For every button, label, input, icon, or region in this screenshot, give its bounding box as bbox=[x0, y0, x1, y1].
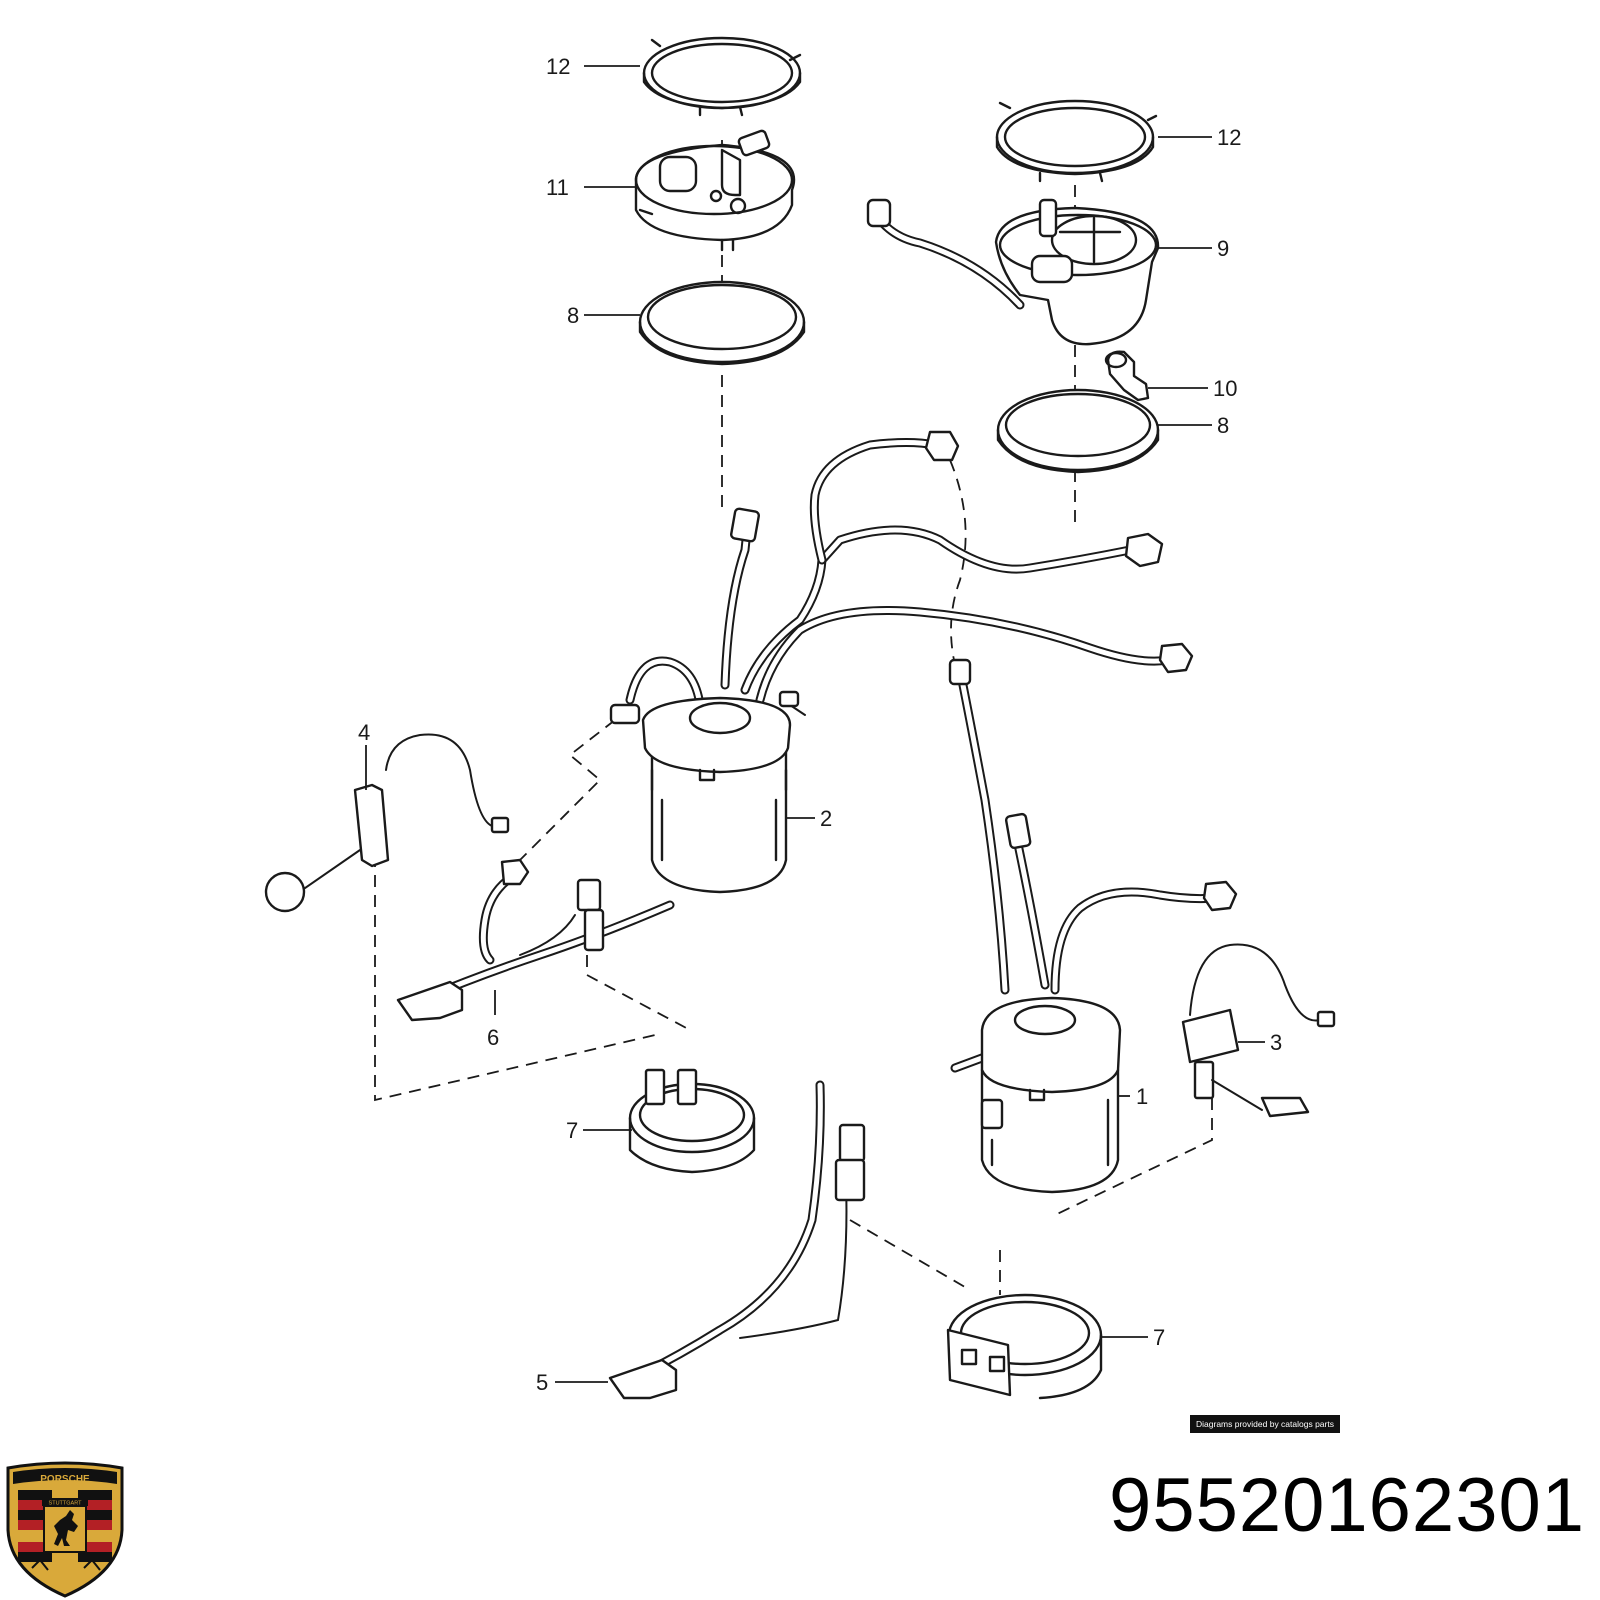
part-7-locking-ring-left bbox=[628, 1068, 756, 1174]
part-8-seal-ring-left bbox=[638, 280, 806, 366]
callout-7-left: 7 bbox=[566, 1118, 578, 1143]
callout-12-right: 12 bbox=[1217, 125, 1241, 150]
part-5-wiring-harness bbox=[608, 1080, 866, 1400]
callout-7-right: 7 bbox=[1153, 1325, 1165, 1350]
callout-3: 3 bbox=[1270, 1030, 1282, 1055]
part-12-retaining-ring-right bbox=[995, 99, 1158, 183]
part-9-flange-with-line bbox=[866, 198, 1160, 346]
callout-10: 10 bbox=[1213, 376, 1237, 401]
part-12-retaining-ring-left bbox=[642, 36, 802, 117]
callout-8-right: 8 bbox=[1217, 413, 1229, 438]
callout-12-left: 12 bbox=[546, 54, 570, 79]
callout-labels: 12 11 8 12 9 10 8 4 2 6 7 1 3 7 5 bbox=[358, 54, 1282, 1395]
logo-city-text: STUTTGART bbox=[49, 1501, 83, 1507]
callout-11: 11 bbox=[546, 175, 569, 200]
callout-1: 1 bbox=[1136, 1084, 1148, 1109]
part-3-fuel-level-sensor bbox=[1181, 943, 1336, 1118]
part-6-wiring-harness bbox=[396, 858, 675, 1022]
callout-9: 9 bbox=[1217, 236, 1229, 261]
callout-8-left: 8 bbox=[567, 303, 579, 328]
diagram-credit-badge: Diagrams provided by catalogs parts bbox=[1190, 1415, 1340, 1433]
part-10-elbow-connector bbox=[1104, 350, 1150, 402]
pump-2-hoses bbox=[609, 430, 1194, 725]
part-7-locking-ring-right bbox=[946, 1293, 1103, 1400]
callout-4: 4 bbox=[358, 720, 370, 745]
part-2-fuel-pump-module bbox=[641, 696, 792, 894]
callout-5: 5 bbox=[536, 1370, 548, 1395]
part-8-seal-ring-right bbox=[996, 388, 1160, 474]
porsche-crest-logo: PORSCHE STUTTGART bbox=[6, 1461, 124, 1598]
leader-lines bbox=[365, 65, 1265, 1383]
part-number: 95520162301 bbox=[1109, 1463, 1585, 1548]
logo-top-text: PORSCHE bbox=[40, 1474, 90, 1485]
callout-2: 2 bbox=[820, 806, 832, 831]
part-11-pump-flange bbox=[634, 129, 796, 252]
part-1-fuel-pump-module bbox=[980, 996, 1122, 1194]
callout-6: 6 bbox=[487, 1025, 499, 1050]
pump-1-hoses bbox=[948, 658, 1238, 1073]
part-4-fuel-level-sensor bbox=[264, 733, 510, 913]
